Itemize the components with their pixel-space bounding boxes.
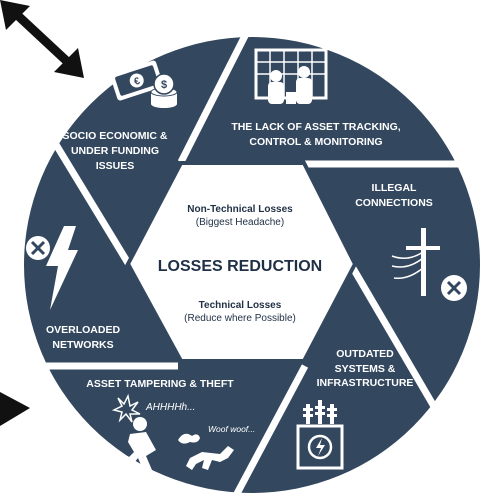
segment-socio: SOCIO ECONOMIC & UNDER FUNDING ISSUES [62,130,167,172]
theft-shout-text: AHHHHh... [145,402,195,413]
power-pole-icon [391,228,467,301]
segment-outdated-line-1: OUTDATED [336,348,394,360]
segment-outdated: OUTDATED SYSTEMS & INFRASTRUCTURE [317,348,414,389]
segment-tampering-line-1: ASSET TAMPERING & THEFT [86,378,234,390]
center-bottom-sub: (Reduce where Possible) [184,313,296,324]
center-hexagon [125,161,358,363]
svg-text:€: € [133,76,142,88]
center-top-sub: (Biggest Headache) [196,217,284,228]
segment-tracking-line-2: CONTROL & MONITORING [249,136,382,148]
theft-icon: AHHHHh... Woof woof... [111,393,255,472]
segment-illegal: ILLEGAL CONNECTIONS [355,182,433,209]
transformer-icon [296,400,344,470]
dog-bark-text: Woof woof... [208,424,255,434]
svg-text:$: $ [161,79,167,91]
lightning-icon [26,226,78,310]
segment-dividers [0,20,474,503]
center-title: LOSSES REDUCTION [158,258,322,275]
segment-illegal-line-2: CONNECTIONS [355,197,433,209]
center-bottom-bold: Technical Losses [199,300,282,311]
segment-overloaded-line-1: OVERLOADED [46,324,121,336]
segment-socio-line-1: SOCIO ECONOMIC & [62,130,167,142]
segment-tracking: THE LACK OF ASSET TRACKING, CONTROL & MO… [231,121,400,148]
left-arrow-icon [0,392,30,426]
segment-outdated-line-3: INFRASTRUCTURE [317,377,414,389]
monitoring-icon [254,48,328,104]
segment-outdated-line-2: SYSTEMS & [335,363,396,375]
segment-tampering: ASSET TAMPERING & THEFT [86,378,234,390]
center-top-bold: Non-Technical Losses [187,204,293,215]
segment-socio-line-3: ISSUES [96,160,135,172]
segment-tracking-line-1: THE LACK OF ASSET TRACKING, [231,121,400,133]
segment-overloaded: OVERLOADED NETWORKS [46,324,121,351]
segment-illegal-line-1: ILLEGAL [372,182,417,194]
money-icon: € $ [110,60,178,108]
segment-overloaded-line-2: NETWORKS [52,339,113,351]
double-arrow-icon [0,0,84,78]
segment-socio-line-2: UNDER FUNDING [71,145,159,157]
